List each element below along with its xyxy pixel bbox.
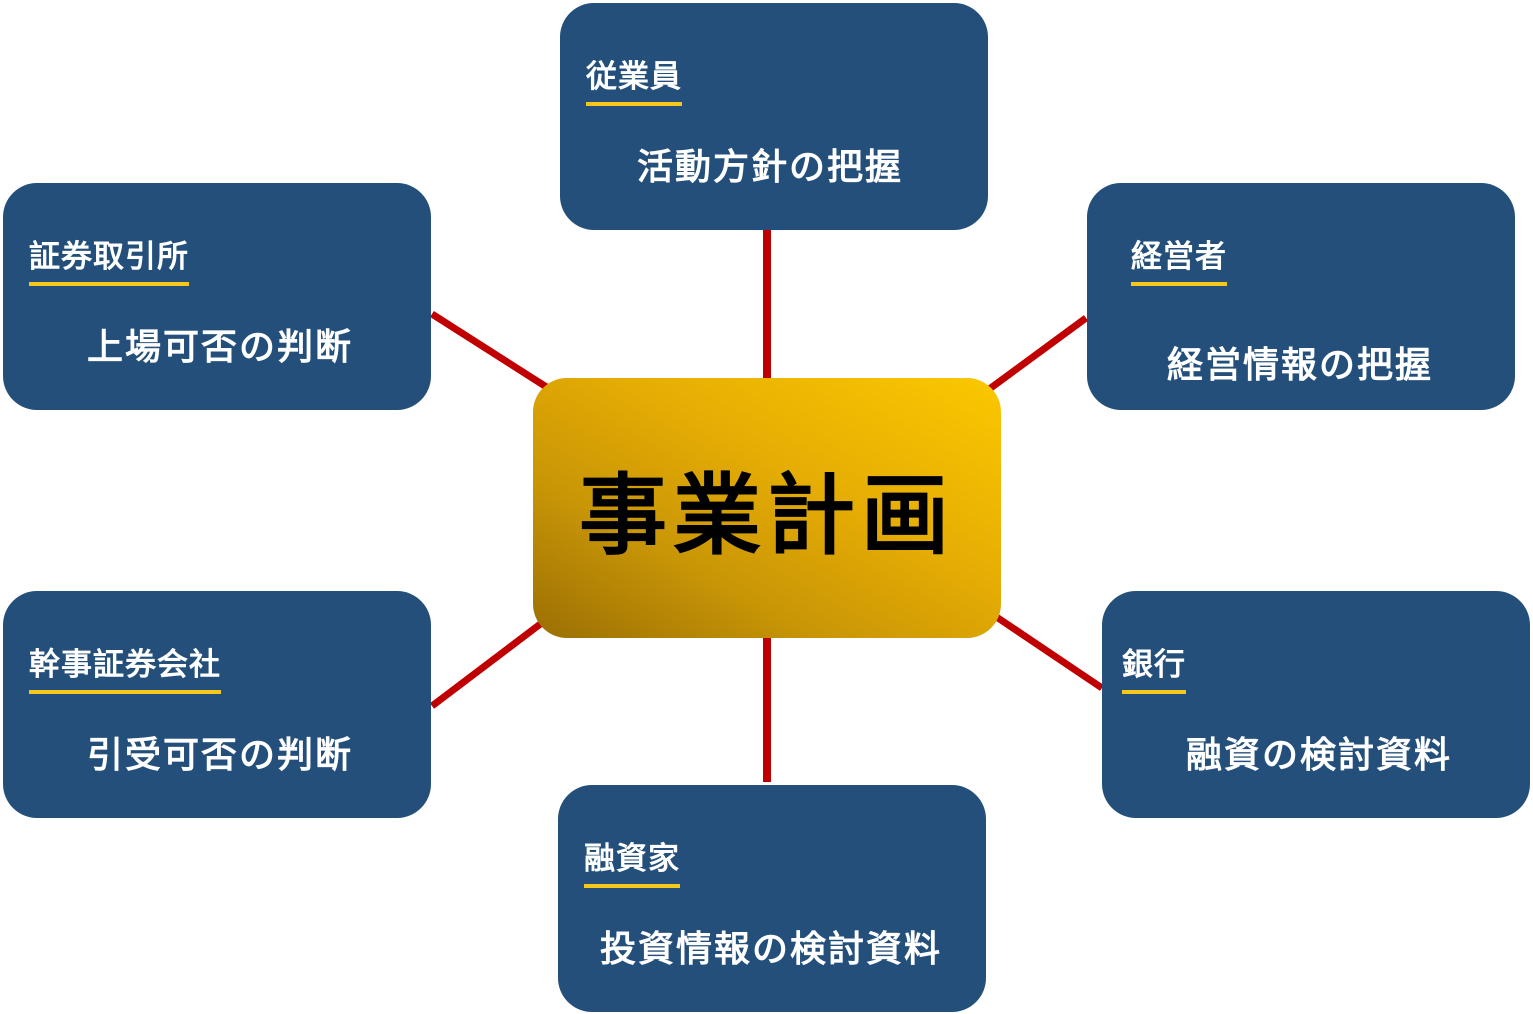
center-node: 事業計画 — [533, 378, 1001, 638]
node-purpose-label: 投資情報の検討資料 — [599, 929, 942, 970]
node-exchange: 証券取引所 上場可否の判断 — [3, 183, 431, 410]
node-bank: 銀行 融資の検討資料 — [1102, 591, 1530, 818]
node-executives: 経営者 経営情報の把握 — [1087, 183, 1515, 410]
node-role-label: 従業員 — [586, 51, 682, 106]
connector-exchange — [430, 311, 550, 391]
node-investor: 融資家 投資情報の検討資料 — [558, 785, 986, 1012]
node-role-label: 銀行 — [1122, 639, 1186, 694]
node-role-label: 幹事証券会社 — [29, 639, 221, 694]
node-purpose-label: 上場可否の判断 — [86, 327, 353, 368]
connector-executives — [985, 315, 1089, 393]
node-employees: 従業員 活動方針の把握 — [560, 3, 988, 230]
node-purpose-label: 活動方針の把握 — [636, 147, 903, 188]
center-title: 事業計画 — [578, 463, 955, 567]
connector-bank — [993, 613, 1104, 691]
node-role-label: 証券取引所 — [29, 231, 189, 286]
node-underwriter: 幹事証券会社 引受可否の判断 — [3, 591, 431, 818]
node-purpose-label: 経営情報の把握 — [1166, 345, 1433, 386]
connector-underwriter — [429, 619, 546, 709]
node-role-label: 経営者 — [1131, 231, 1227, 286]
node-purpose-label: 引受可否の判断 — [86, 735, 353, 776]
node-role-label: 融資家 — [584, 833, 680, 888]
node-purpose-label: 融資の検討資料 — [1185, 735, 1452, 776]
